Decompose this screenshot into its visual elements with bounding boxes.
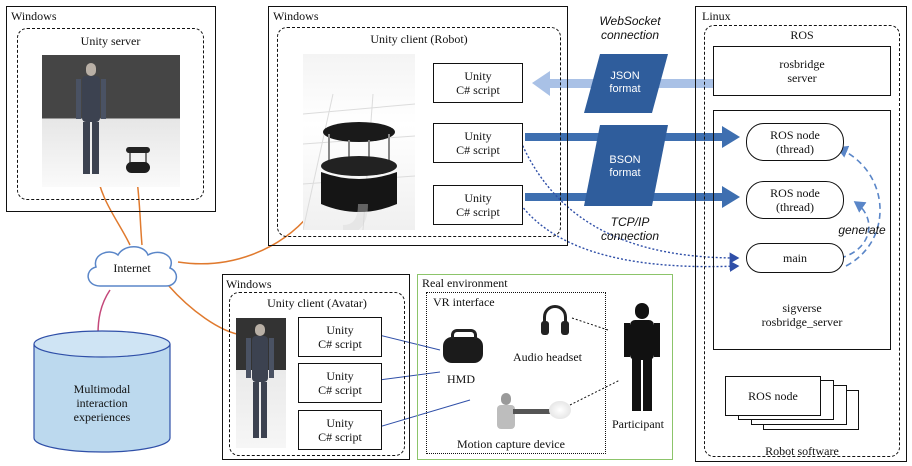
unity-client-robot-box: Unity client (Robot) Unity C# script Uni… (277, 27, 561, 237)
unity-server-label: Unity server (80, 34, 141, 48)
real-environment-title: Real environment (422, 276, 508, 290)
robot-illustration (303, 93, 415, 230)
hmd-label: HMD (447, 372, 476, 386)
ros-node-stack-front: ROS node (725, 376, 821, 416)
tcpip-dotted-line-2 (520, 204, 740, 272)
avatar-script-2: Unity C# script (298, 363, 382, 403)
audio-headset-label: Audio headset (513, 350, 582, 364)
avatar-script-3: Unity C# script (298, 410, 382, 450)
windows-robot-title: Windows (273, 9, 319, 23)
tcpip-connection-label: TCP/IP connection (600, 215, 660, 243)
avatar-scene-image (236, 318, 286, 448)
unity-server-box: Unity server (17, 28, 204, 200)
ros-label: ROS (790, 28, 814, 42)
tcpip-dotted-line-1 (520, 141, 740, 264)
participant-dotted-line-mocap (569, 379, 621, 406)
small-robot-icon (126, 147, 150, 173)
ros-node-thread-2: ROS node (thread) (746, 181, 844, 219)
unity-client-avatar-label: Unity client (Avatar) (267, 296, 367, 310)
windows-avatar-frame: Windows Unity client (Avatar) Unity C# s… (222, 274, 410, 460)
unity-client-robot-label: Unity client (Robot) (370, 32, 468, 46)
linux-frame: Linux ROS rosbridge server ROS node (thr… (695, 6, 907, 462)
sigverse-rosbridge-server-label: sigverse rosbridge_server (761, 301, 843, 329)
robot-script-2: Unity C# script (433, 123, 523, 163)
participant-label: Participant (612, 417, 664, 431)
audio-headset-icon (539, 305, 571, 345)
internet-line-robot (177, 213, 311, 265)
cloud-icon (87, 246, 178, 287)
database-label: Multimodal interaction experiences (73, 382, 131, 424)
windows-avatar-title: Windows (226, 277, 272, 291)
linux-title: Linux (702, 9, 731, 23)
robot-scene-image (303, 54, 415, 230)
multimodal-database: Multimodal interaction experiences (32, 330, 172, 455)
windows-robot-frame: Windows Unity client (Robot) Unity C# sc… (268, 6, 568, 246)
participant-icon (624, 303, 660, 413)
avatar-script-1: Unity C# script (298, 317, 382, 357)
bson-format-label: BSON format (609, 154, 641, 179)
motion-capture-device-label: Motion capture device (457, 437, 565, 451)
robot-script-3: Unity C# script (433, 185, 523, 225)
windows-server-title: Windows (11, 9, 57, 23)
json-format-box (584, 54, 668, 113)
vr-interface-box: VR interface HMD Audio headset Motion ca… (426, 292, 606, 454)
robot-software-label: Robot software (765, 444, 839, 458)
json-format-label: JSON format (609, 70, 641, 95)
generate-label: generate (838, 223, 886, 237)
windows-server-frame: Windows Unity server (6, 6, 216, 212)
internet-line-avatar (167, 284, 243, 336)
internet-label: Internet (113, 261, 151, 275)
rosbridge-server-box: rosbridge server (713, 46, 891, 96)
database-line (97, 289, 111, 335)
ros-node-thread-1: ROS node (thread) (746, 123, 844, 161)
motion-capture-device-icon (493, 393, 589, 433)
script3-to-mocap (378, 399, 471, 428)
hmd-icon (437, 329, 487, 367)
sigverse-rosbridge-server-box: ROS node (thread) ROS node (thread) main… (713, 110, 891, 350)
bson-format-box (584, 125, 668, 206)
main-node: main (746, 243, 844, 273)
internet-cloud: Internet (82, 240, 182, 294)
generate-arrow-2 (836, 145, 881, 267)
ros-box: ROS rosbridge server ROS node (thread) R… (704, 25, 900, 458)
unity-client-avatar-box: Unity client (Avatar) Unity C# script Un… (229, 292, 405, 456)
robot-software-stack: ROS node (725, 376, 895, 436)
vr-interface-label: VR interface (433, 295, 495, 309)
websocket-connection-label: WebSocket connection (599, 14, 661, 42)
avatar-figure-small-icon (246, 324, 274, 440)
avatar-figure-icon (76, 63, 106, 175)
real-environment-frame: Real environment VR interface HMD Audio … (417, 274, 673, 460)
robot-script-1: Unity C# script (433, 63, 523, 103)
unity-server-scene-image (42, 55, 180, 187)
database-cylinder-icon (33, 330, 171, 453)
